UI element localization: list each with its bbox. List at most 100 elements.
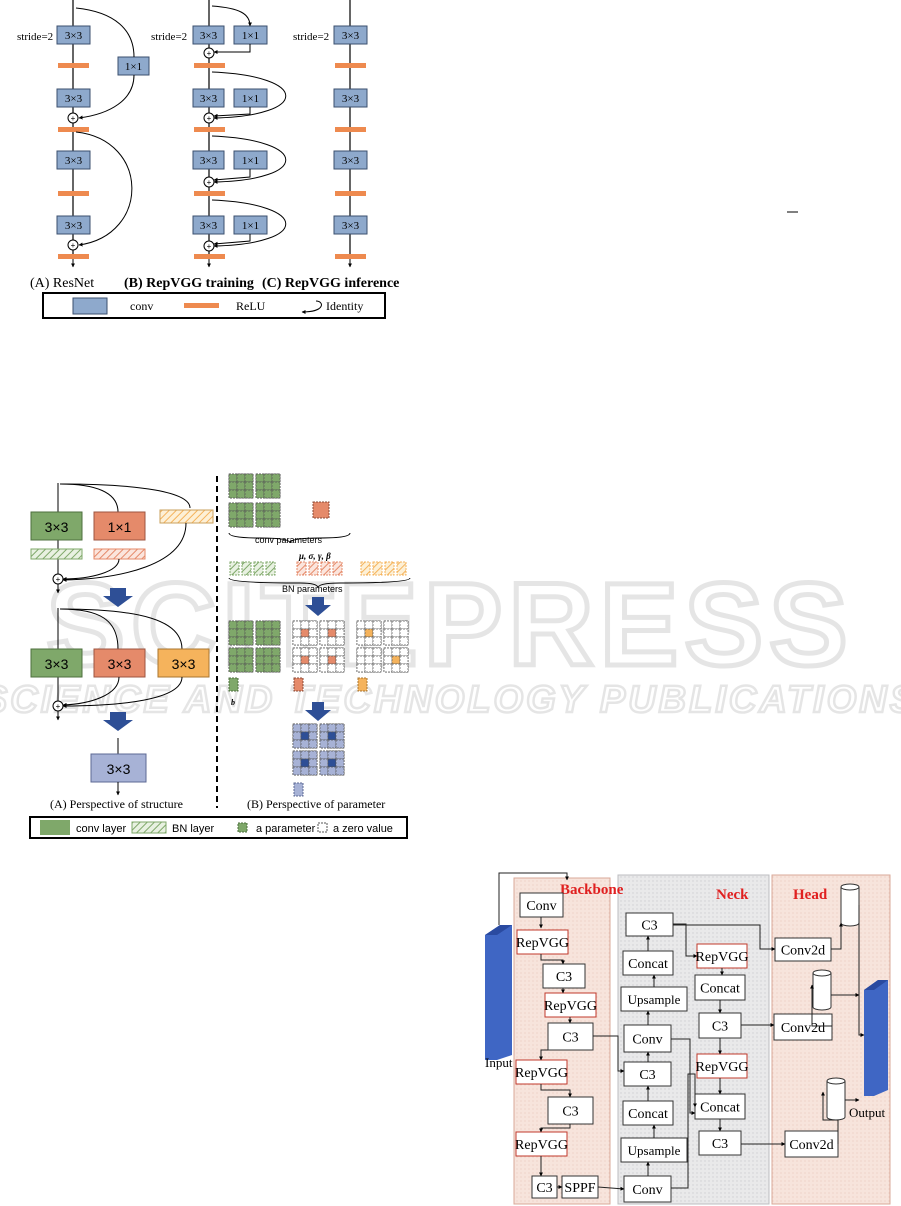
upsample-block <box>620 1137 688 1163</box>
conv-param-kernel-cell <box>263 473 273 483</box>
conv-param-kernel-cell <box>255 502 265 512</box>
conv-param-kernel-cell <box>255 473 265 483</box>
c3-block-label: C3 <box>556 970 572 985</box>
identity-kernel-cell <box>356 663 366 673</box>
c3-block-label: C3 <box>562 1031 578 1046</box>
bias-salmon <box>293 677 304 692</box>
conv-param-kernel-cell <box>228 481 238 491</box>
bn-param-green <box>253 561 264 576</box>
conv-param-kernel-cell <box>236 502 246 512</box>
conv2d-block <box>784 1130 839 1158</box>
column-repvgg-training: stride=2 3×3 1×1 + 3×3 1×1 + 3×3 1×1 <box>151 0 287 268</box>
column-repvgg-inference: stride=2 3×3 3×3 3×3 3×3 <box>293 0 368 268</box>
bn-param-green <box>241 561 252 576</box>
bn-param-salmon <box>308 561 319 576</box>
merged-kernel-green-cell <box>236 628 246 638</box>
conv-block <box>192 150 225 170</box>
merged-kernel-green-cell <box>228 620 238 630</box>
merged-kernel-green-cell <box>271 636 281 646</box>
identity-kernel-cell <box>383 628 393 638</box>
conv3x3-label: 3×3 <box>108 656 132 672</box>
conv-param-kernel-cell <box>255 518 265 528</box>
relu-bar <box>335 127 366 132</box>
watermark: SCITEPRESS SCIENCE AND TECHNOLOGY PUBLIC… <box>0 557 901 723</box>
connection-line <box>673 923 698 958</box>
stride-label: stride=2 <box>17 31 53 43</box>
legend-relu-swatch <box>184 303 219 308</box>
relu-bar <box>58 254 89 259</box>
merged-kernel-salmon-cell <box>308 636 318 646</box>
identity-kernel-cell <box>364 655 374 665</box>
identity-kernel-cell <box>383 655 393 665</box>
arrow-down <box>305 702 331 721</box>
add-node <box>67 239 79 251</box>
legend-bn-label: BN layer <box>172 823 215 835</box>
bn-param-green <box>265 561 276 576</box>
concat-block-label: Concat <box>700 1101 740 1116</box>
structure-perspective: 3×3 1×1 + 3×3 3×3 3×3 + <box>30 483 214 796</box>
relu-bar <box>335 191 366 196</box>
conv-label: 3×3 <box>342 30 360 42</box>
identity-kernel-cell <box>356 636 366 646</box>
final-kernel-cell <box>292 766 302 776</box>
merged-kernel-green-cell <box>255 628 265 638</box>
conv-label: 3×3 <box>200 30 218 42</box>
merged-kernel-green-cell <box>263 655 273 665</box>
merged-kernel-green-cell <box>236 647 246 657</box>
conv3x3-label: 3×3 <box>172 656 196 672</box>
add-node <box>203 112 215 124</box>
final-kernel-cell <box>292 723 302 733</box>
conv-param-kernel-cell <box>255 510 265 520</box>
legend-zero-label: a zero value <box>333 823 393 835</box>
identity-kernel-cell <box>364 647 374 657</box>
final-kernel-cell <box>319 750 329 760</box>
conv-label: 3×3 <box>200 155 218 167</box>
conv-block <box>333 25 368 45</box>
merged-kernel-salmon-cell <box>319 628 329 638</box>
connection-line <box>671 1038 696 1115</box>
merged-kernel-green-cell <box>236 655 246 665</box>
conv2d-block-label: Conv2d <box>781 1021 825 1036</box>
merged-kernel-salmon-cell <box>300 628 310 638</box>
concat-block-label: Concat <box>628 1107 668 1122</box>
conv-block <box>333 88 368 108</box>
conv3x3-label: 3×3 <box>45 656 69 672</box>
merged-kernel-green-cell <box>263 663 273 673</box>
merged-kernel-green-cell <box>271 647 281 657</box>
identity-kernel-cell <box>399 636 409 646</box>
add-symbol: + <box>56 575 61 584</box>
figure-repvgg-comparison: stride=2 3×3 1×1 3×3 + 3×3 3×3 + <box>17 0 399 319</box>
merged-kernel-green-cell <box>255 620 265 630</box>
sppf-block-label: SPPF <box>564 1181 595 1196</box>
conv-param-kernel-cell <box>228 473 238 483</box>
brace <box>228 577 411 589</box>
identity-kernel-cell <box>383 636 393 646</box>
bn-param-orange <box>396 561 407 576</box>
add-symbol: + <box>71 241 76 250</box>
merged-kernel-green-cell <box>263 647 273 657</box>
merged-kernel-green-cell <box>271 620 281 630</box>
bias-label: b <box>231 698 235 707</box>
conv-param-kernel-cell <box>236 518 246 528</box>
figure-architecture: Backbone Neck Head Input Output ConvRepV… <box>485 872 891 1205</box>
bias-green <box>228 677 239 692</box>
column-resnet: stride=2 3×3 1×1 3×3 + 3×3 3×3 + <box>17 0 150 268</box>
conv-param-kernel-cell <box>255 481 265 491</box>
neck-title: Neck <box>716 887 749 903</box>
bn-param-salmon <box>320 561 331 576</box>
repvgg-block-label: RepVGG <box>516 936 569 951</box>
conv-param-kernel-cell <box>263 489 273 499</box>
conv3x3-green <box>30 511 83 541</box>
conv-block <box>333 150 368 170</box>
add-symbol: + <box>71 114 76 123</box>
merged-kernel-salmon-cell <box>335 655 345 665</box>
merged-kernel-salmon-cell <box>308 647 318 657</box>
identity-kernel-cell <box>391 636 401 646</box>
conv-block <box>623 1175 672 1203</box>
conv-label: 3×3 <box>200 93 218 105</box>
merged-kernel-salmon-cell <box>319 620 329 630</box>
conv-block-label: Conv <box>632 1183 662 1198</box>
conv-block-label: Conv <box>632 1033 662 1048</box>
final-kernel-cell <box>335 731 345 741</box>
feature-map-small <box>826 1081 846 1121</box>
